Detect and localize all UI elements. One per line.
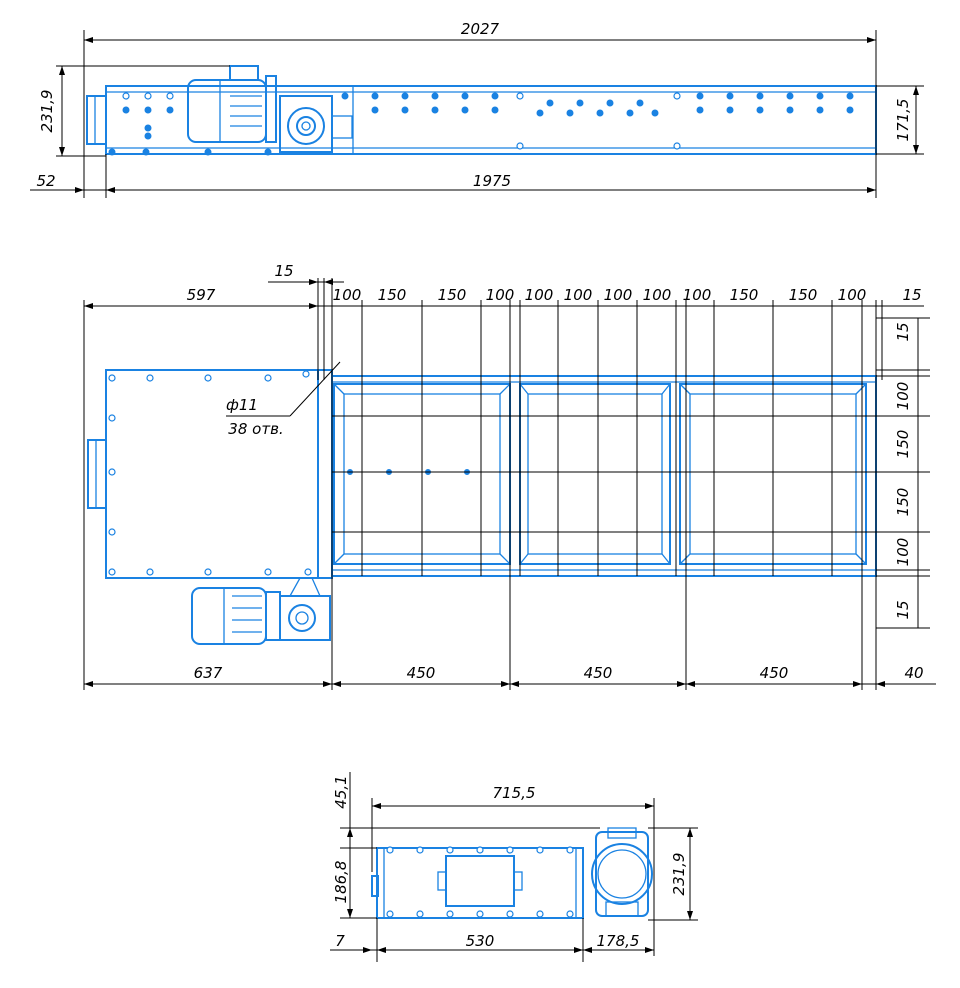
dim-overall-length: 2027 — [461, 20, 500, 38]
dim-edge-15-right: 15 — [902, 286, 921, 304]
terminal-box — [445, 855, 515, 907]
inlet-flange — [86, 95, 107, 145]
plan-view-top-dimensions: 597 15 100 150 150 100 100 100 100 100 1… — [84, 262, 924, 309]
dim-end-width: 715,5 — [493, 784, 536, 802]
gear-motor-plan — [191, 577, 331, 645]
inlet-window-2 — [519, 383, 671, 565]
end-view-holes — [386, 846, 574, 918]
dim-v-150-a: 150 — [894, 430, 912, 459]
dim-body-length: 1975 — [473, 172, 511, 190]
dim-bottom-450-c: 450 — [760, 664, 789, 682]
plan-view-holes — [108, 370, 470, 576]
dim-seg-100-a: 100 — [333, 286, 362, 304]
dim-end-height-top: 45,1 — [332, 775, 350, 808]
dim-v-150-b: 150 — [894, 488, 912, 517]
dim-seg-100-f: 100 — [643, 286, 672, 304]
dim-bottom-637: 637 — [194, 664, 223, 682]
drive-housing — [105, 369, 319, 579]
dim-seg-100-g: 100 — [683, 286, 712, 304]
dim-seg-100-h: 100 — [838, 286, 867, 304]
dim-height-left: 231,9 — [38, 90, 56, 133]
gear-motor-side — [187, 65, 353, 153]
top-view: 2027 231,9 171,5 52 1975 — [30, 20, 924, 198]
plan-view: 597 15 100 150 150 100 100 100 100 100 1… — [83, 262, 936, 690]
dim-end-height-total: 231,9 — [670, 853, 688, 896]
end-body — [376, 847, 584, 919]
dim-seg-100-c: 100 — [525, 286, 554, 304]
dim-v-100-a: 100 — [894, 382, 912, 411]
dim-seg-100-b: 100 — [486, 286, 515, 304]
dim-end-base-530: 530 — [466, 932, 495, 950]
dim-end-left-7: 7 — [335, 932, 345, 950]
dim-v-15-bottom: 15 — [894, 600, 912, 619]
dim-v-15-top: 15 — [894, 322, 912, 341]
dim-gap: 15 — [274, 262, 293, 280]
dim-seg-150-d: 150 — [789, 286, 818, 304]
end-view: 715,5 45,1 186,8 231,9 7 530 178,5 — [330, 772, 698, 962]
callout-hole-count: 38 отв. — [228, 420, 283, 438]
dim-seg-100-d: 100 — [564, 286, 593, 304]
dim-bottom-450-a: 450 — [407, 664, 436, 682]
top-view-dimensions: 2027 231,9 171,5 52 1975 — [30, 20, 924, 198]
dim-seg-150-a: 150 — [378, 286, 407, 304]
dim-seg-100-e: 100 — [604, 286, 633, 304]
dim-seg-150-b: 150 — [438, 286, 467, 304]
plan-view-bottom-dimensions: 637 450 450 450 40 — [84, 664, 936, 687]
dim-seg-150-c: 150 — [730, 286, 759, 304]
dim-bottom-40: 40 — [904, 664, 923, 682]
dim-bottom-450-b: 450 — [584, 664, 613, 682]
end-motor — [591, 827, 653, 917]
dim-height-right: 171,5 — [894, 99, 912, 142]
conveyor-body-plan — [331, 375, 877, 577]
dim-v-100-b: 100 — [894, 538, 912, 567]
callout-hole-diameter: ф11 — [226, 396, 258, 414]
dim-offset-left: 52 — [36, 172, 55, 190]
drive-flange — [87, 439, 107, 509]
plan-view-gridlines — [83, 278, 930, 690]
hole-callout: ф11 38 отв. — [226, 361, 341, 438]
dim-end-height-body: 186,8 — [332, 861, 350, 904]
end-view-dimensions: 715,5 45,1 186,8 231,9 7 530 178,5 — [330, 772, 698, 962]
dim-end-motor-178: 178,5 — [597, 932, 640, 950]
plan-view-right-dimensions: 15 100 150 150 100 15 — [894, 318, 919, 628]
dim-drive-length: 597 — [187, 286, 216, 304]
top-view-holes — [108, 92, 854, 156]
